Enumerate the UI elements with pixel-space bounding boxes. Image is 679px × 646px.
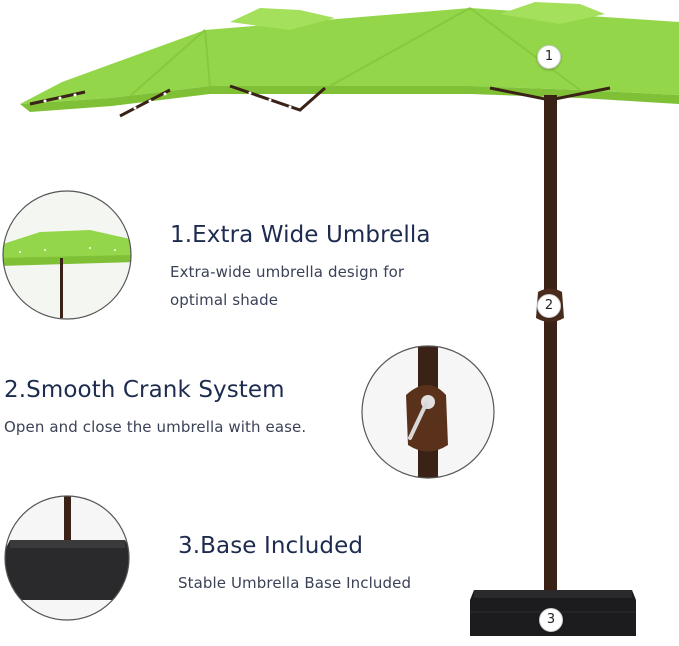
feature-description-line: Stable Umbrella Base Included bbox=[178, 574, 412, 592]
feature-smooth-crank-system: 2.Smooth Crank System Open and close the… bbox=[4, 377, 306, 441]
umbrella-canopy bbox=[20, 2, 679, 118]
umbrella-pole bbox=[544, 95, 557, 595]
feature-base-included: 3.Base Included Stable Umbrella Base Inc… bbox=[178, 533, 411, 597]
marker-1: 1 bbox=[537, 45, 561, 69]
feature-description: Stable Umbrella Base Included bbox=[178, 569, 411, 597]
feature-description-line: optimal shade bbox=[170, 291, 279, 309]
marker-3: 3 bbox=[539, 608, 563, 632]
feature-description: Open and close the umbrella with ease. bbox=[4, 413, 306, 441]
detail-circle-umbrella bbox=[2, 190, 132, 320]
feature-description-line: Extra-wide umbrella design for bbox=[170, 263, 405, 281]
feature-title: 3.Base Included bbox=[178, 533, 364, 559]
feature-extra-wide-umbrella: 1.Extra Wide Umbrella Extra-wide umbrell… bbox=[170, 222, 431, 314]
feature-description-line: Open and close the umbrella with ease. bbox=[4, 418, 307, 436]
detail-circle-crank bbox=[361, 345, 495, 479]
marker-2: 2 bbox=[537, 294, 561, 318]
feature-title: 1.Extra Wide Umbrella bbox=[170, 222, 431, 248]
feature-title: 2.Smooth Crank System bbox=[4, 377, 285, 403]
detail-circle-base bbox=[4, 495, 130, 621]
feature-description: Extra-wide umbrella design for optimal s… bbox=[170, 258, 431, 314]
